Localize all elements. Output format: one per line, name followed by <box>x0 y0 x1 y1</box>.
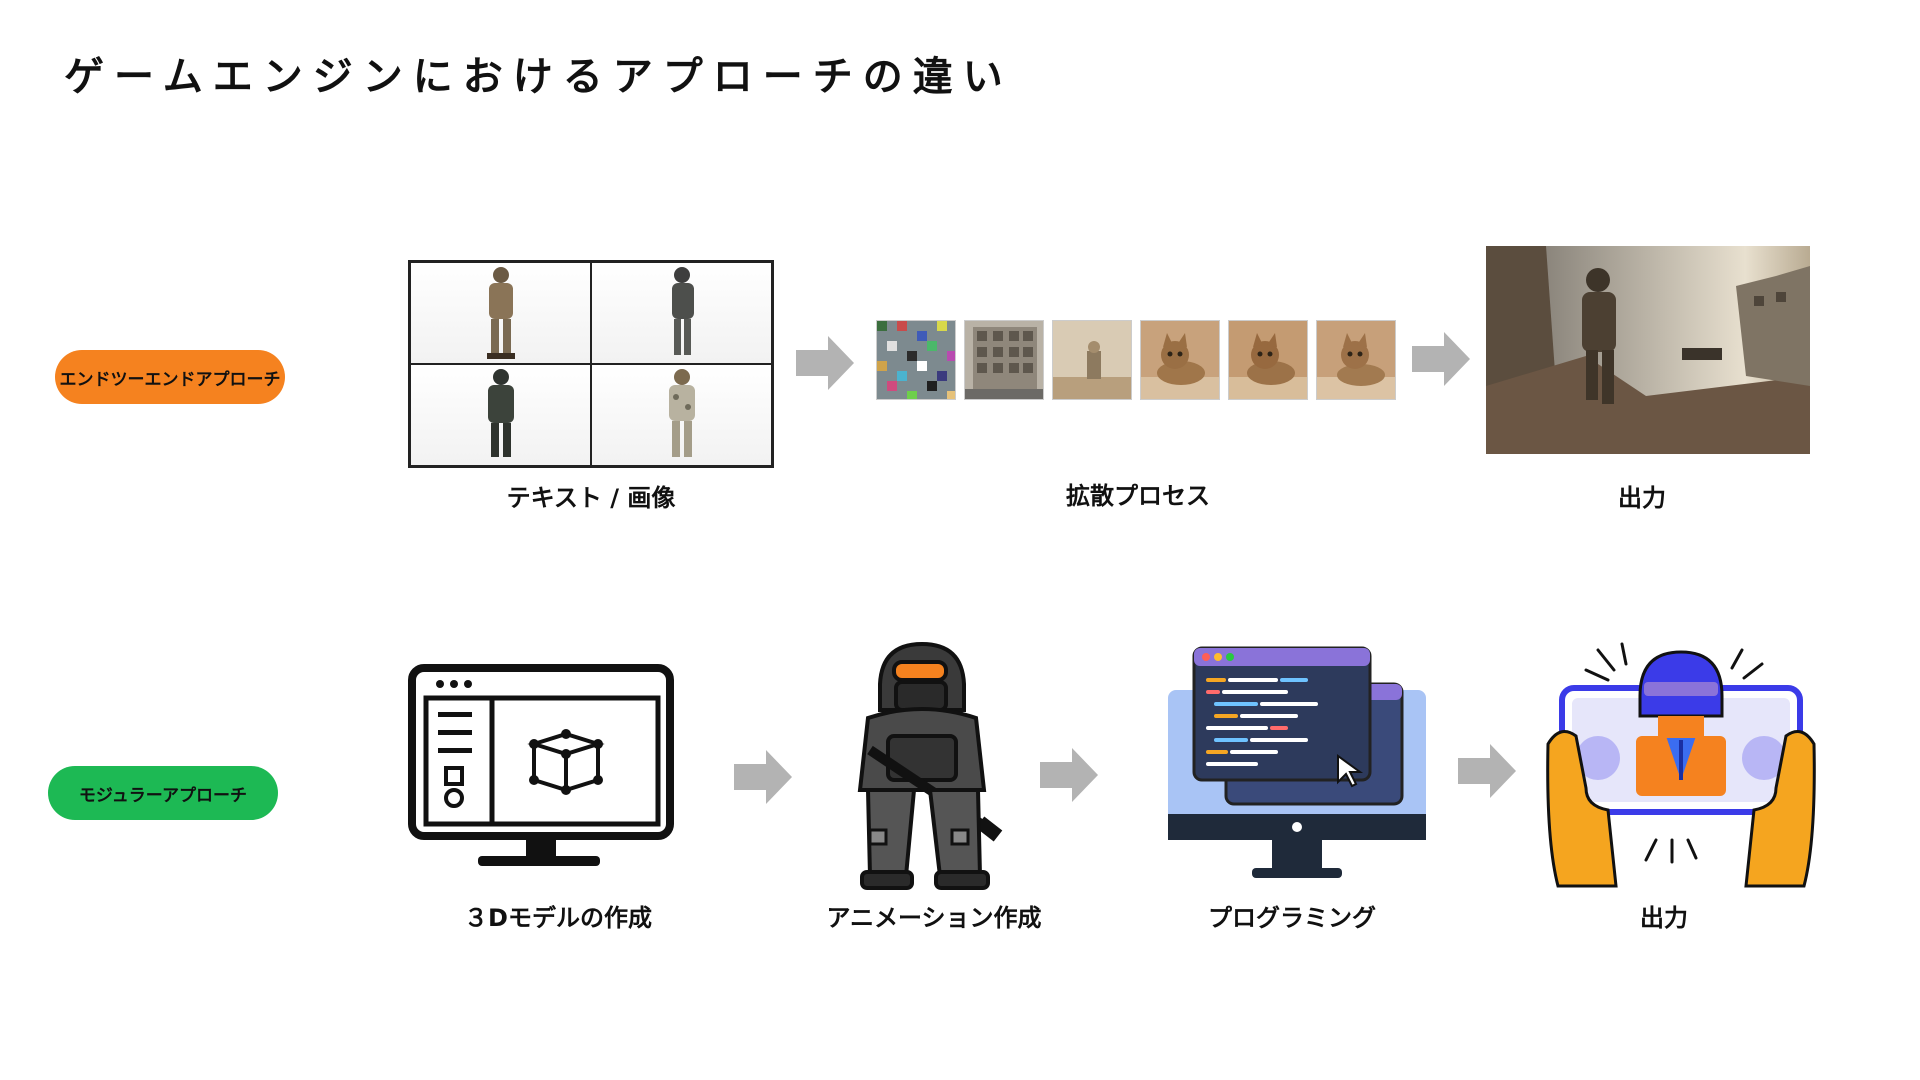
soldier-photo-1 <box>410 262 591 364</box>
cat-frame-1 <box>1140 320 1220 400</box>
programming-caption: プログラミング <box>1208 898 1376 933</box>
cat-frame-2 <box>1228 320 1308 400</box>
animation-caption: アニメーション作成 <box>826 898 1041 933</box>
soldier-photo-4 <box>591 364 772 466</box>
modeling-caption: ３Dモデルの作成 <box>464 898 652 933</box>
monitor-3d-cube-icon <box>408 664 680 870</box>
arrow-icon <box>734 748 792 806</box>
arrow-icon <box>1458 742 1516 800</box>
arrow-icon <box>1412 330 1470 388</box>
cat-frame-3 <box>1316 320 1396 400</box>
building-frame <box>964 320 1044 400</box>
modular-approach-label: モジュラーアプローチ <box>48 766 278 820</box>
mobile-game-icon <box>1546 640 1816 890</box>
battlefield-photo <box>1486 246 1810 454</box>
end-to-end-approach-label: エンドツーエンドアプローチ <box>55 350 285 404</box>
page-title: ゲームエンジンにおけるアプローチの違い <box>64 44 1013 102</box>
noise-frame <box>876 320 956 400</box>
modular-approach-text: モジュラーアプローチ <box>79 781 247 806</box>
arrow-icon <box>1040 746 1098 804</box>
soldier-photo-2 <box>591 262 772 364</box>
input-caption: テキスト / 画像 <box>507 478 676 513</box>
input-image-grid <box>408 260 774 468</box>
room-frame <box>1052 320 1132 400</box>
soldier-photo-3 <box>410 364 591 466</box>
code-editor-icon <box>1166 644 1428 890</box>
diffusion-caption: 拡散プロセス <box>1066 476 1210 511</box>
soldier-cartoon-icon <box>840 640 1006 894</box>
output-caption-2: 出力 <box>1640 898 1688 933</box>
output-caption-1: 出力 <box>1618 478 1666 513</box>
end-to-end-approach-text: エンドツーエンドアプローチ <box>60 365 281 390</box>
arrow-icon <box>796 334 854 392</box>
